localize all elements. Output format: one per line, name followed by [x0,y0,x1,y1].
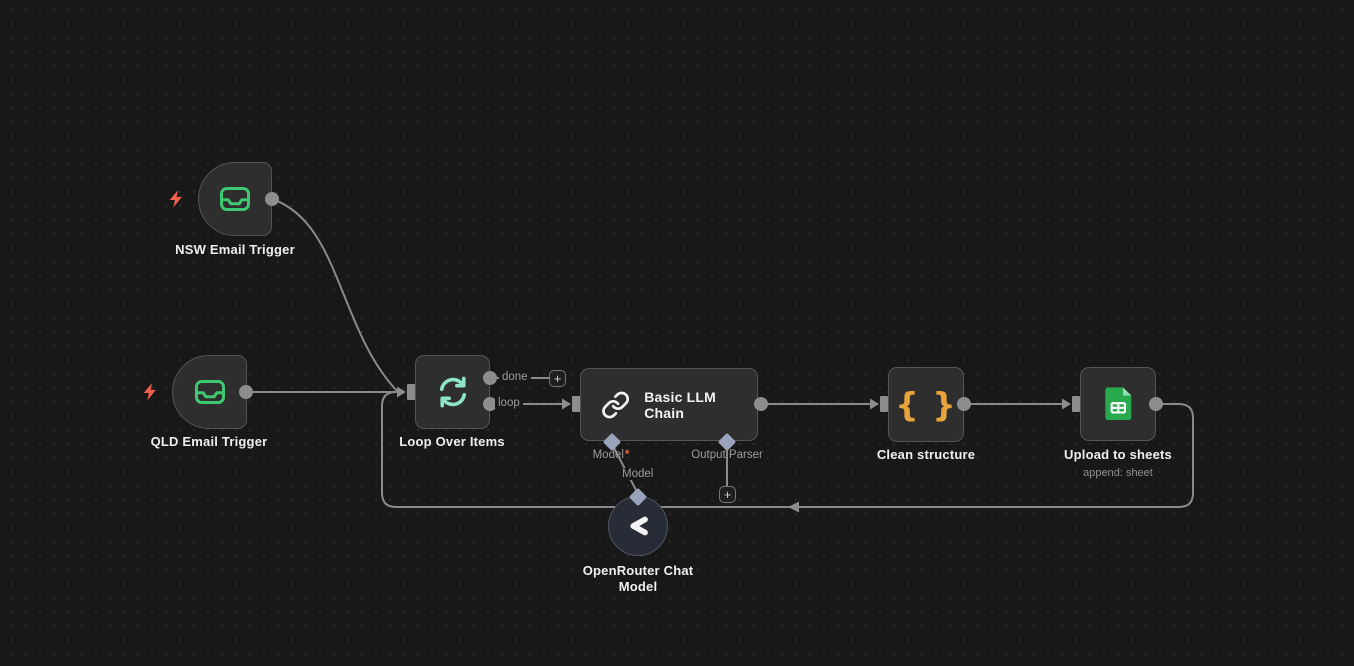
google-sheets-icon [1105,387,1132,420]
node-clean-structure[interactable]: { } [888,367,964,442]
chain-link-icon [602,391,629,418]
node-label-nsw: NSW Email Trigger [175,242,295,257]
lightning-trigger-icon [143,383,156,401]
input-arrowhead-llm [562,398,571,410]
input-port-loop[interactable] [407,384,415,400]
inbox-icon [220,187,250,211]
node-basic-llm-chain[interactable]: Basic LLM Chain [580,368,758,441]
basic-llm-chain-title: Basic LLM Chain [644,388,717,421]
loopback-arrowhead [788,501,799,513]
loop-refresh-icon [439,376,466,408]
node-upload-to-sheets[interactable] [1080,367,1156,441]
node-label-qld: QLD Email Trigger [150,434,268,449]
add-node-button-done[interactable]: + [549,370,566,387]
port-label-model: Model* [592,449,630,461]
output-label-loop: loop [495,397,523,409]
input-arrowhead-loop [397,386,406,398]
node-label-upload: Upload to sheets [1064,447,1172,462]
input-port-clean[interactable] [880,396,888,412]
node-openrouter-chat-model[interactable] [608,496,668,556]
node-subtitle-upload: append: sheet [1083,467,1153,479]
openrouter-icon [630,516,648,536]
lightning-trigger-icon [169,190,182,208]
wire-label-model: Model [619,468,657,480]
add-node-button-output-parser[interactable]: + [719,486,736,503]
input-port-upload[interactable] [1072,396,1080,412]
node-label-clean: Clean structure [876,447,976,462]
input-port-llm[interactable] [572,396,580,412]
braces-code-icon: { } [895,385,957,424]
node-qld-email-trigger[interactable] [172,355,247,429]
node-label-openrouter: OpenRouter Chat Model [582,563,694,594]
input-arrowhead-clean [870,398,879,410]
output-label-done: done [499,371,531,383]
required-marker: * [624,449,630,461]
port-label-output-parser: Output Parser [691,449,763,461]
wire-nsw-to-loop[interactable] [271,198,398,392]
inbox-icon [194,380,225,404]
node-nsw-email-trigger[interactable] [198,162,272,236]
node-label-loop: Loop Over Items [399,434,505,449]
node-loop-over-items[interactable] [415,355,490,429]
input-arrowhead-upload [1062,398,1071,410]
